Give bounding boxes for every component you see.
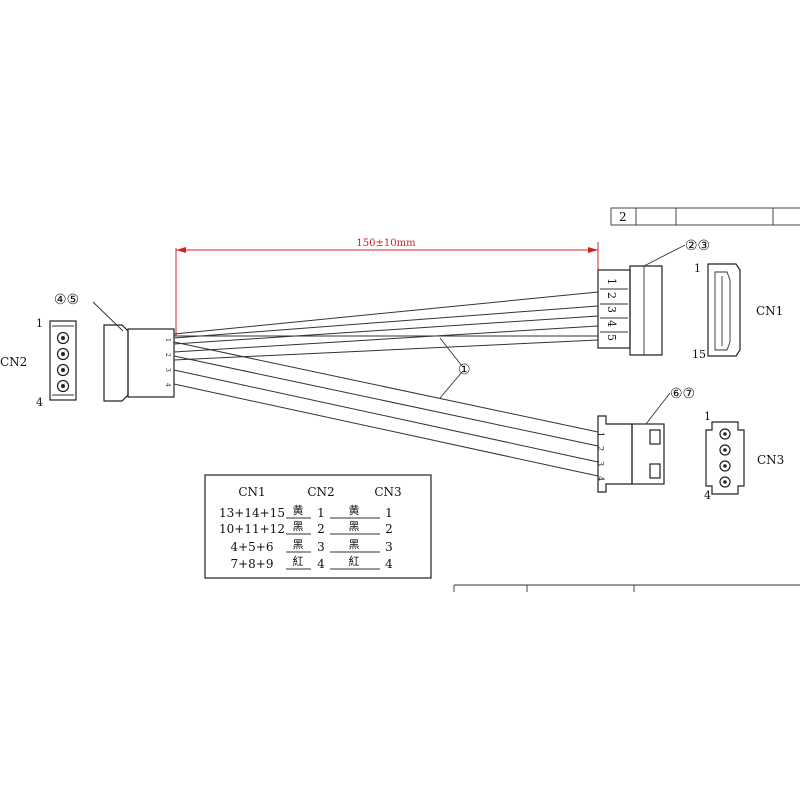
table-row-3-cn3: 3 bbox=[385, 540, 393, 554]
cn1-pin-last: 15 bbox=[692, 348, 706, 361]
cn2-pin-2: 2 bbox=[164, 353, 171, 357]
cn3-pin-2: 2 bbox=[596, 446, 605, 451]
table-row-2-cn2: 2 bbox=[317, 522, 325, 536]
table-header-cn1: CN1 bbox=[238, 485, 265, 499]
cn1-wire-pin-4: 4 bbox=[605, 320, 618, 327]
title-block-cell: 2 bbox=[619, 210, 627, 224]
title-block-bottom bbox=[453, 584, 800, 592]
table-row-1-cn3: 1 bbox=[385, 506, 393, 520]
title-block: 2 bbox=[610, 207, 800, 226]
cn3-pin-last: 4 bbox=[704, 489, 711, 502]
wires-to-cn1 bbox=[173, 291, 599, 361]
table-row-1-cn1: 13+14+15 bbox=[219, 506, 285, 520]
cn2-pin-3: 3 bbox=[164, 368, 171, 372]
cn2-label: CN2 bbox=[0, 355, 27, 369]
cn2-pin-last: 4 bbox=[36, 396, 43, 409]
cn2-pin-1: 1 bbox=[164, 338, 171, 342]
table-row-2-color-a: 黑 bbox=[293, 520, 304, 533]
table-row-4-cn1: 7+8+9 bbox=[230, 557, 273, 571]
table-row-3-cn1: 4+5+6 bbox=[230, 540, 273, 554]
dimension-label: 150±10mm bbox=[356, 238, 416, 249]
cn2-balloons: ④⑤ bbox=[54, 292, 79, 308]
table-row-3-color-b: 黑 bbox=[349, 538, 360, 551]
cn1-balloons: ②③ bbox=[685, 238, 710, 254]
cn3-balloons: ⑥⑦ bbox=[670, 386, 695, 402]
table-row-3-color-a: 黑 bbox=[293, 538, 304, 551]
cn2-pin-4: 4 bbox=[164, 383, 171, 387]
table-row-3-cn2: 3 bbox=[317, 540, 325, 554]
table-row-1-color-b: 黄 bbox=[349, 503, 360, 517]
cn1-wire-pin-2: 2 bbox=[605, 292, 618, 299]
table-row-4-cn2: 4 bbox=[317, 557, 325, 571]
cn3-pin-3: 3 bbox=[596, 461, 605, 466]
wire-callout: ① bbox=[439, 337, 471, 399]
length-dimension: 150±10mm bbox=[175, 238, 599, 336]
cn3-label: CN3 bbox=[757, 453, 784, 467]
cn1-label: CN1 bbox=[756, 304, 783, 318]
table-row-1-cn2: 1 bbox=[317, 506, 325, 520]
wires-to-cn3 bbox=[173, 341, 599, 477]
table-row-4-color-b: 紅 bbox=[349, 555, 360, 568]
cn1-wire-pin-5: 5 bbox=[605, 334, 618, 341]
cn3-pin-1: 1 bbox=[596, 432, 605, 437]
table-row-2-cn3: 2 bbox=[385, 522, 393, 536]
cn2-side-view: 1 4 CN2 ④⑤ bbox=[0, 292, 79, 409]
wire-balloon: ① bbox=[458, 362, 471, 378]
cn1-wire-pin-1: 1 bbox=[605, 278, 618, 285]
cn1-pin-first: 1 bbox=[694, 262, 701, 275]
table-row-1-color-a: 黄 bbox=[293, 503, 304, 517]
table-row-4-cn3: 4 bbox=[385, 557, 393, 571]
wiring-table: CN1 CN2 CN3 13+14+15 黄 1 黄 1 10+11+12 黑 … bbox=[204, 474, 432, 579]
cn3-connector: ⑥⑦ 1 2 3 4 1 4 CN3 bbox=[596, 386, 784, 502]
table-row-2-cn1: 10+11+12 bbox=[219, 522, 285, 536]
cn2-pin-first: 1 bbox=[36, 317, 43, 330]
table-row-2-color-b: 黑 bbox=[349, 520, 360, 533]
table-row-4-color-a: 紅 bbox=[293, 555, 304, 568]
cn3-pin-first: 1 bbox=[704, 410, 711, 423]
table-header-cn2: CN2 bbox=[307, 485, 334, 499]
cn1-wire-pin-3: 3 bbox=[605, 306, 618, 313]
cn3-pin-4: 4 bbox=[596, 476, 605, 481]
cn1-connector: 1 2 3 4 5 ②③ 1 15 CN1 bbox=[597, 238, 783, 361]
table-header-cn3: CN3 bbox=[374, 485, 401, 499]
cn2-housing: 1 2 3 4 bbox=[92, 301, 175, 402]
